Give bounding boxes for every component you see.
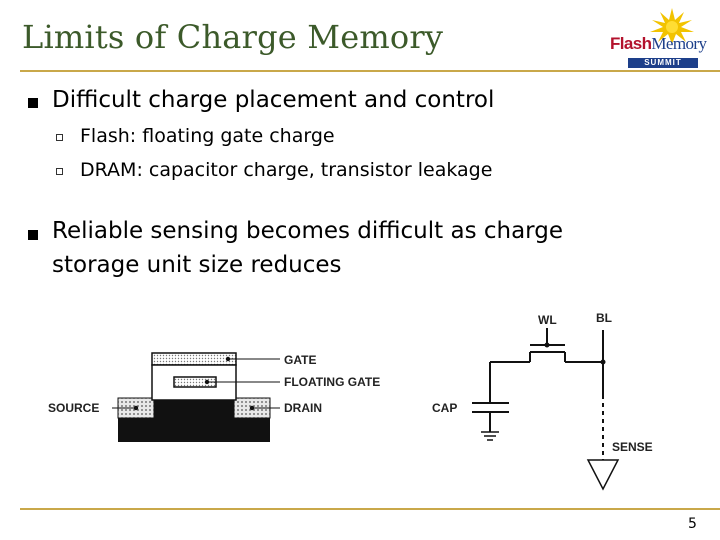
flash-memory-summit-logo: FlashMemory SUMMIT: [606, 6, 718, 68]
bullet-square-icon: [28, 98, 38, 108]
dram-cell-diagram: [472, 328, 620, 491]
footer-divider: [20, 508, 720, 510]
logo-text: FlashMemory: [610, 34, 707, 53]
flash-cell-diagram: GATE FLOATING GATE SOURCE DRAIN: [48, 352, 380, 442]
cap-label: CAP: [432, 401, 457, 415]
sub-bullet-1-text: Flash: floating gate charge: [80, 125, 335, 147]
page-number: 5: [688, 516, 697, 532]
sun-burst-icon: [650, 8, 694, 44]
drain-label: DRAIN: [284, 401, 322, 415]
sense-label: SENSE: [612, 440, 653, 454]
bullet-1-text: Difficult charge placement and control: [52, 87, 495, 113]
sub-bullet-icon: [56, 168, 63, 175]
logo-summit: SUMMIT: [628, 58, 698, 68]
floating-gate-label: FLOATING GATE: [284, 375, 380, 389]
bullet-square-icon: [28, 230, 38, 240]
sub-bullet-icon: [56, 134, 63, 141]
source-label: SOURCE: [48, 401, 99, 415]
slide-title: Limits of Charge Memory: [22, 18, 444, 56]
bullet-2-text-line1: Reliable sensing becomes difficult as ch…: [52, 218, 563, 244]
bl-label: BL: [596, 311, 612, 325]
title-divider: [20, 70, 720, 72]
bullet-2-text-line2: storage unit size reduces: [52, 252, 342, 278]
gate-label: GATE: [284, 353, 316, 367]
wl-label: WL: [538, 313, 557, 327]
sub-bullet-2-text: DRAM: capacitor charge, transistor leaka…: [80, 159, 493, 181]
